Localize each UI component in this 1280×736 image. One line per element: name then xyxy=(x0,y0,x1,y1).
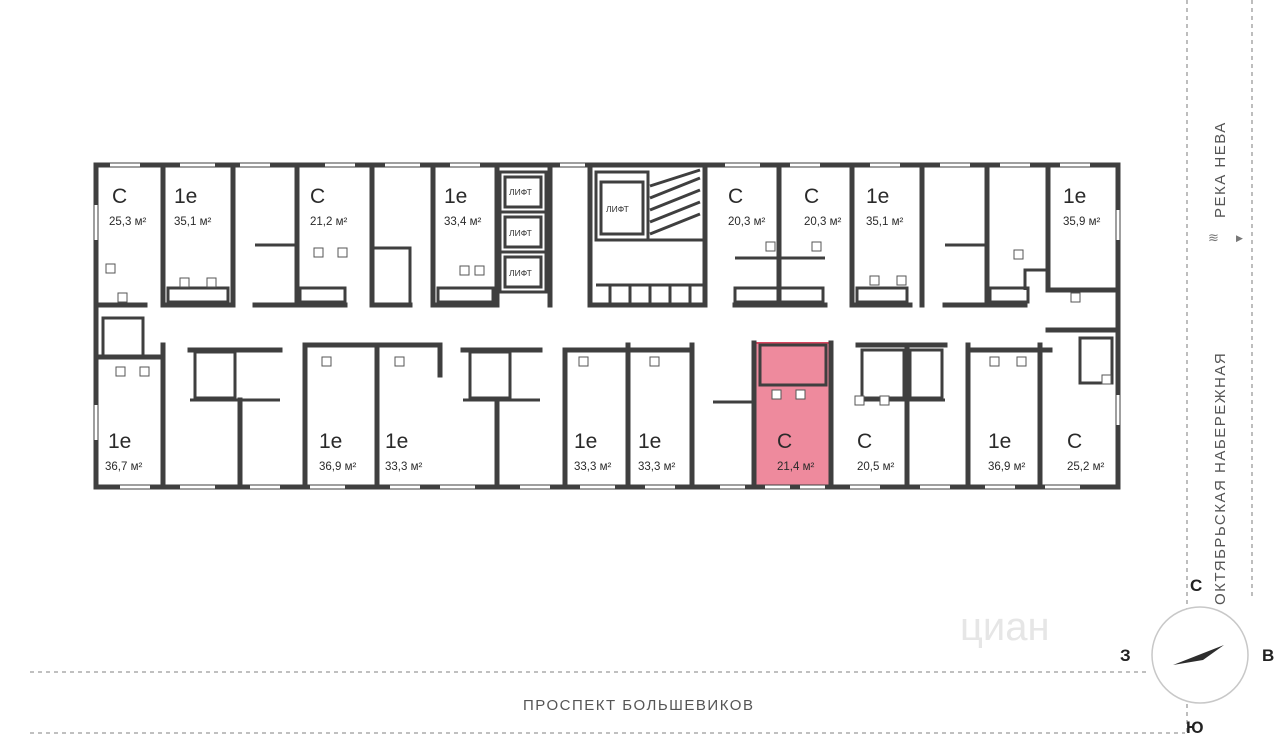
apartment-area: 35,1 м² xyxy=(866,216,903,228)
apartment-labels: С 25,3 м² 1е 35,1 м² С 21,2 м² 1е 33,4 м² С 20,3 … xyxy=(105,185,1104,473)
apartment-area: 20,5 м² xyxy=(857,461,894,473)
apartment-area: 33,3 м² xyxy=(574,461,611,473)
compass-east: В xyxy=(1262,646,1274,665)
apartment-area: 36,7 м² xyxy=(105,461,142,473)
apartment-type: С xyxy=(112,185,127,208)
apartment-type: 1е xyxy=(866,185,889,208)
apartment-area: 20,3 м² xyxy=(804,216,841,228)
apartment-type: 1е xyxy=(174,185,197,208)
apartment-area: 25,2 м² xyxy=(1067,461,1104,473)
apartment-type: 1е xyxy=(319,430,342,453)
apartment-type: 1е xyxy=(108,430,131,453)
apartment-type: С xyxy=(777,430,792,453)
lift-label: ЛИФТ xyxy=(606,204,629,214)
apartment-area: 36,9 м² xyxy=(319,461,356,473)
apartment-type: С xyxy=(804,185,819,208)
lift-labels: ЛИФТ ЛИФТ ЛИФТ ЛИФТ xyxy=(509,187,629,278)
apartment-type: 1е xyxy=(638,430,661,453)
apartment-area: 33,3 м² xyxy=(638,461,675,473)
apartment-area: 21,4 м² xyxy=(777,461,814,473)
apartment-type: 1е xyxy=(988,430,1011,453)
compass-west: З xyxy=(1120,646,1131,665)
apartment-area: 20,3 м² xyxy=(728,216,765,228)
lift-label: ЛИФТ xyxy=(509,268,532,278)
apartment-type: 1е xyxy=(574,430,597,453)
windows xyxy=(94,163,1120,489)
apartment-area: 21,2 м² xyxy=(310,216,347,228)
street-name-embankment: ОКТЯБРЬСКАЯ НАБЕРЕЖНАЯ xyxy=(1212,352,1229,605)
bottom-row-walls xyxy=(93,316,1121,490)
compass-south: Ю xyxy=(1186,718,1204,736)
apartment-type: С xyxy=(857,430,872,453)
lift-label: ЛИФТ xyxy=(509,187,532,197)
apartment-area: 25,3 м² xyxy=(109,216,146,228)
apartment-area: 35,1 м² xyxy=(174,216,211,228)
wave-icon: ≋ xyxy=(1208,231,1219,246)
apartment-type: С xyxy=(728,185,743,208)
apartment-type: 1е xyxy=(1063,185,1086,208)
apartment-type: С xyxy=(310,185,325,208)
compass-north: С xyxy=(1190,576,1202,595)
apartment-area: 36,9 м² xyxy=(988,461,1025,473)
core xyxy=(498,168,705,305)
river-name: РЕКА НЕВА xyxy=(1212,121,1229,218)
arrow-right-icon: ▶ xyxy=(1236,234,1243,244)
compass-needle-icon xyxy=(1173,645,1224,665)
apartment-type: 1е xyxy=(385,430,408,453)
lift-label: ЛИФТ xyxy=(509,228,532,238)
apartment-type: С xyxy=(1067,430,1082,453)
fixtures xyxy=(105,241,1112,406)
apartment-area: 33,3 м² xyxy=(385,461,422,473)
compass: С З В Ю xyxy=(1120,576,1274,736)
street-name-south: ПРОСПЕКТ БОЛЬШЕВИКОВ xyxy=(523,697,754,714)
apartment-area: 33,4 м² xyxy=(444,216,481,228)
watermark: циан xyxy=(960,605,1050,649)
apartment-area: 35,9 м² xyxy=(1063,216,1100,228)
apartment-type: 1е xyxy=(444,185,467,208)
